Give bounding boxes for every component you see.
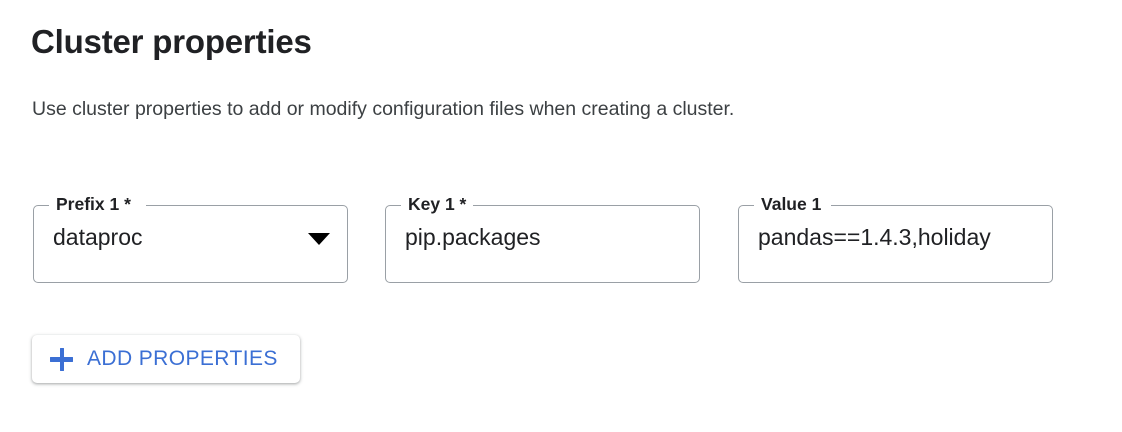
add-properties-button-label: ADD PROPERTIES [87, 347, 278, 370]
prefix-field-value[interactable]: dataproc [53, 224, 143, 250]
properties-row: Prefix 1 * dataproc Key 1 * pip.packages… [0, 194, 1122, 285]
dropdown-arrow-icon[interactable] [308, 233, 330, 245]
add-properties-button[interactable]: ADD PROPERTIES [32, 335, 300, 383]
label-notch [49, 203, 146, 207]
key-field[interactable]: Key 1 * pip.packages [385, 194, 700, 283]
prefix-field-label: Prefix 1 * [56, 194, 131, 214]
prefix-field[interactable]: Prefix 1 * dataproc [33, 194, 348, 283]
value-field-label: Value 1 [761, 194, 822, 214]
label-notch [754, 203, 831, 207]
plus-icon [50, 347, 73, 371]
value-field-value[interactable]: pandas==1.4.3,holiday [758, 224, 991, 250]
page-description: Use cluster properties to add or modify … [32, 98, 735, 120]
key-field-label: Key 1 * [408, 194, 467, 214]
value-field[interactable]: Value 1 pandas==1.4.3,holiday [738, 194, 1053, 283]
label-notch [401, 203, 473, 207]
page-title: Cluster properties [31, 23, 312, 60]
key-field-value[interactable]: pip.packages [405, 224, 541, 250]
